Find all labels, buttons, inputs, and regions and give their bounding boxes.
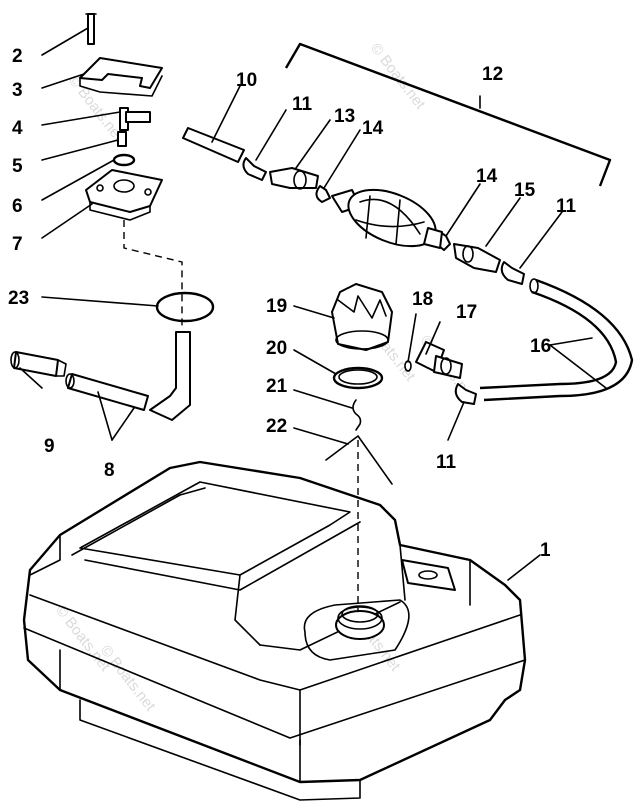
leader-lines <box>19 27 607 581</box>
pickup-cap <box>85 169 163 221</box>
fuel-cap <box>331 283 393 351</box>
elbow-fitting <box>119 107 151 131</box>
part-label-1: 1 <box>540 540 551 561</box>
long-hose <box>483 278 634 402</box>
part-label-13: 13 <box>334 106 355 127</box>
part-label-6: 6 <box>12 196 23 217</box>
connector-fitting-2 <box>453 243 501 273</box>
cap-gasket <box>332 366 384 390</box>
cap-tether <box>325 435 393 485</box>
part-label-19: 19 <box>266 296 287 317</box>
part-label-22: 22 <box>266 416 287 437</box>
part-label-7: 7 <box>12 234 23 255</box>
part-label-8: 8 <box>104 460 115 481</box>
retainer-hook <box>352 399 362 431</box>
hose-clamp <box>500 261 525 285</box>
part-label-11c: 11 <box>436 452 457 473</box>
clamp-plate <box>79 57 163 89</box>
part-label-15: 15 <box>514 180 536 201</box>
watermark: © Boats.net <box>52 602 114 675</box>
part-label-10: 10 <box>236 70 257 91</box>
fuel-connector <box>415 341 463 379</box>
gasket-ring <box>155 291 215 323</box>
part-label-21: 21 <box>266 376 288 397</box>
short-hose <box>182 127 245 163</box>
screw <box>85 13 97 45</box>
hose-clamp <box>242 157 267 181</box>
part-label-5: 5 <box>12 156 23 177</box>
watermark: © Boats.net <box>97 642 159 715</box>
part-label-16: 16 <box>530 336 551 357</box>
o-ring <box>112 153 136 167</box>
hose-clamp <box>454 383 477 405</box>
part-label-2: 2 <box>12 46 23 67</box>
part-label-20: 20 <box>266 338 287 359</box>
filter <box>13 351 59 377</box>
fuel-tank <box>22 460 527 801</box>
part-label-11b: 11 <box>556 196 577 217</box>
part-label-14b: 14 <box>476 166 498 187</box>
part-label-12: 12 <box>482 64 503 85</box>
part-label-3: 3 <box>12 80 23 101</box>
small-screw <box>117 131 127 147</box>
part-label-14: 14 <box>362 118 384 139</box>
part-label-4: 4 <box>12 118 23 139</box>
part-label-9: 9 <box>44 436 55 457</box>
hose-piece <box>67 373 149 411</box>
part-label-11: 11 <box>292 94 313 115</box>
part-label-17: 17 <box>456 302 477 323</box>
watermark: © Boats.net <box>367 40 429 113</box>
clip <box>315 185 331 203</box>
pickup-tube <box>149 331 191 421</box>
part-label-23: 23 <box>8 288 29 309</box>
primer-bulb <box>331 188 443 249</box>
assembly-bracket <box>284 42 612 187</box>
part-label-18: 18 <box>412 289 433 310</box>
